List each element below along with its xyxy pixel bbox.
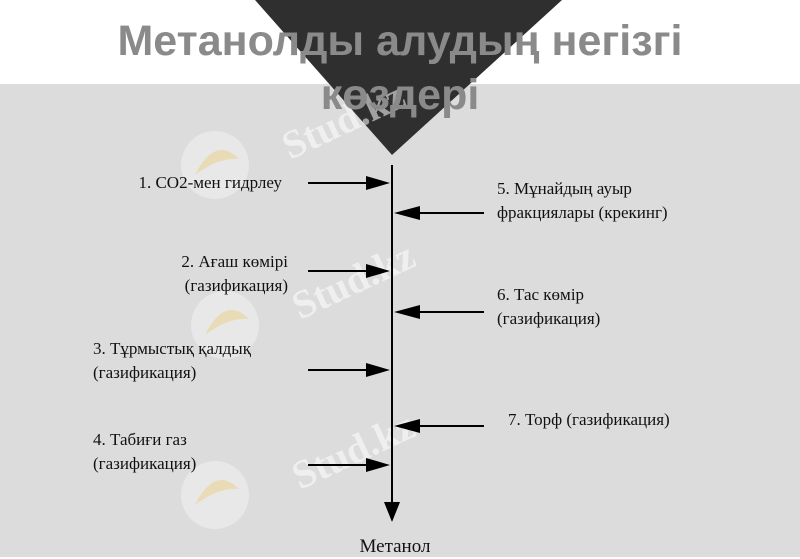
source-label-7: 7. Торф (газификация)	[508, 408, 670, 432]
output-label: Метанол	[359, 536, 431, 557]
source-label-6: 6. Тас көмір (газификация)	[497, 283, 600, 331]
source-label-6-line-1: 6. Тас көмір	[497, 285, 585, 304]
source-label-6-line-2: (газификация)	[497, 309, 601, 328]
source-label-4: 4. Табиғи газ (газификация)	[93, 428, 196, 476]
source-label-7-line-1: 7. Торф (газификация)	[508, 410, 670, 429]
main-axis-arrowhead	[384, 502, 400, 522]
title-line-2: көздері	[320, 71, 480, 119]
source-label-5-line-1: 5. Мұнайдың ауыр	[497, 179, 632, 198]
arrow-left-3	[308, 363, 390, 377]
source-label-2: 2. Ағаш көмірі (газификация)	[60, 250, 288, 298]
arrow-left-4	[308, 458, 390, 472]
source-label-4-line-2: (газификация)	[93, 454, 197, 473]
arrow-right-6	[394, 305, 484, 319]
source-label-5: 5. Мұнайдың ауыр фракциялары (крекинг)	[497, 177, 668, 225]
arrow-left-2	[308, 264, 390, 278]
title-line-1: Метанолды алудың негізгі	[117, 17, 683, 65]
source-label-5-line-2: фракциялары (крекинг)	[497, 203, 668, 222]
content-panel	[0, 84, 800, 557]
source-label-1-line-1: 1. CO2-мен гидрлеу	[138, 173, 282, 192]
source-label-3: 3. Тұрмыстық қалдық (газификация)	[93, 337, 251, 385]
arrow-right-5	[394, 206, 484, 220]
source-label-4-line-1: 4. Табиғи газ	[93, 430, 187, 449]
source-label-2-line-1: 2. Ағаш көмірі	[181, 252, 288, 271]
arrow-left-1	[308, 176, 390, 190]
source-label-1: 1. CO2-мен гидрлеу	[60, 171, 282, 195]
source-label-3-line-1: 3. Тұрмыстық қалдық	[93, 339, 251, 358]
source-label-2-line-2: (газификация)	[184, 276, 288, 295]
funnel-shape	[255, 0, 562, 155]
arrow-right-7	[394, 419, 484, 433]
source-label-3-line-2: (газификация)	[93, 363, 197, 382]
